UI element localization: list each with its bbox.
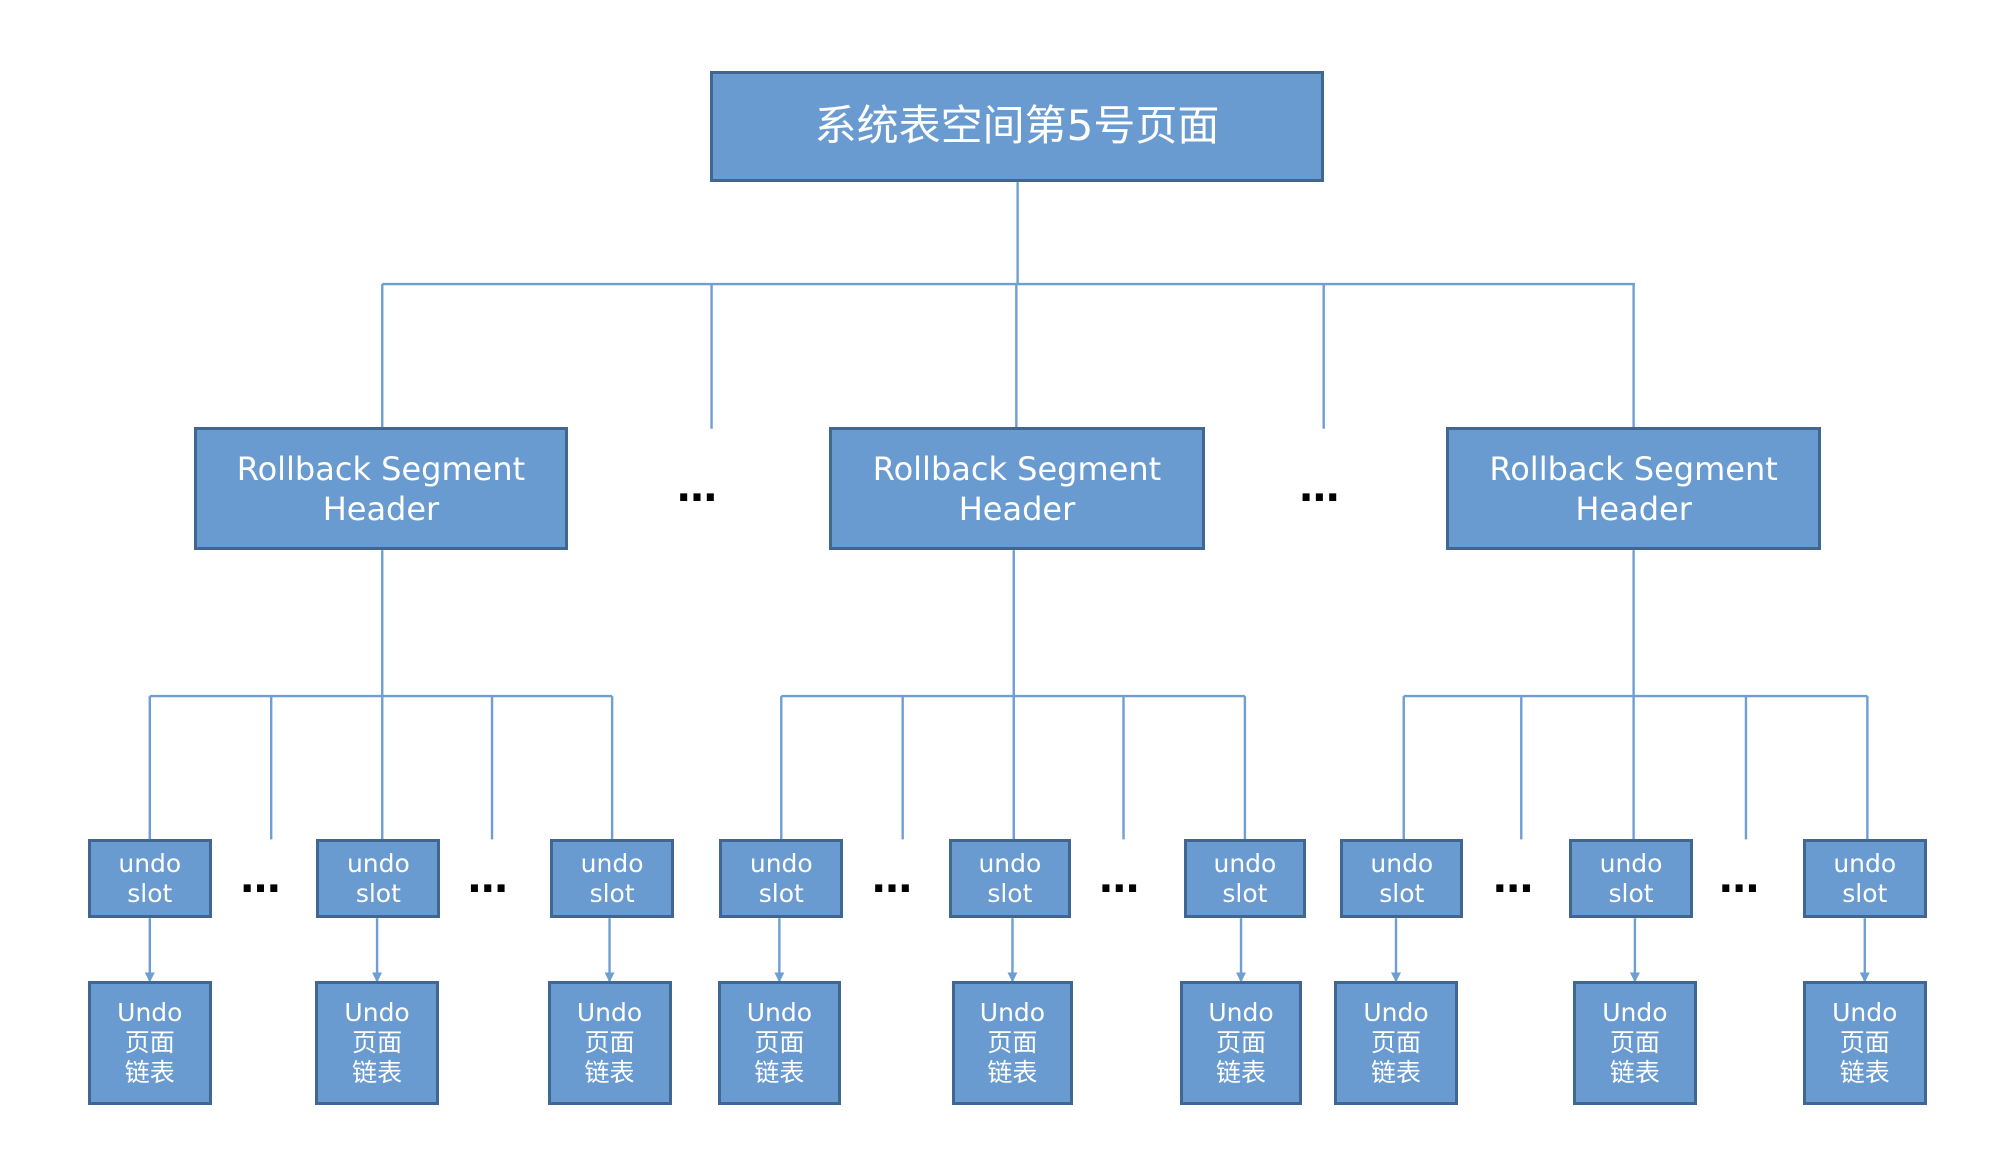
undo-page-list-box: Undo 页面 链表 bbox=[1802, 981, 1927, 1106]
slot-ellipsis: … bbox=[1719, 856, 1766, 903]
undo-slot-box: undo slot bbox=[719, 839, 844, 919]
segment-ellipsis: … bbox=[676, 465, 723, 512]
undo-slot-box: undo slot bbox=[1802, 839, 1927, 919]
undo-slot-box: undo slot bbox=[1184, 839, 1306, 919]
undo-page-list-box: Undo 页面 链表 bbox=[951, 981, 1074, 1106]
rollback-segment-header-box: Rollback Segment Header bbox=[1446, 427, 1821, 551]
undo-slot-box: undo slot bbox=[87, 839, 212, 919]
undo-slot-box: undo slot bbox=[316, 839, 441, 919]
undo-slot-box: undo slot bbox=[1569, 839, 1694, 919]
slot-ellipsis: … bbox=[240, 856, 287, 903]
undo-page-list-box: Undo 页面 链表 bbox=[87, 981, 212, 1106]
rollback-segment-header-box: Rollback Segment Header bbox=[193, 427, 569, 551]
slot-ellipsis: … bbox=[1493, 856, 1540, 903]
undo-page-list-box: Undo 页面 链表 bbox=[1180, 981, 1302, 1106]
slot-ellipsis: … bbox=[871, 856, 918, 903]
slot-ellipsis: … bbox=[1099, 856, 1146, 903]
slot-ellipsis: … bbox=[467, 856, 514, 903]
undo-page-list-box: Undo 页面 链表 bbox=[1572, 981, 1697, 1106]
root-page-box: 系统表空间第5号页面 bbox=[710, 71, 1324, 183]
undo-slot-box: undo slot bbox=[949, 839, 1071, 919]
undo-page-list-box: Undo 页面 链表 bbox=[547, 981, 672, 1106]
segment-ellipsis: … bbox=[1299, 465, 1346, 512]
undo-page-list-box: Undo 页面 链表 bbox=[315, 981, 440, 1106]
undo-page-list-box: Undo 页面 链表 bbox=[718, 981, 841, 1106]
undo-page-list-box: Undo 页面 链表 bbox=[1334, 981, 1458, 1106]
undo-slot-box: undo slot bbox=[1340, 839, 1464, 919]
undo-slot-box: undo slot bbox=[550, 839, 675, 919]
rollback-segment-header-box: Rollback Segment Header bbox=[829, 427, 1205, 551]
